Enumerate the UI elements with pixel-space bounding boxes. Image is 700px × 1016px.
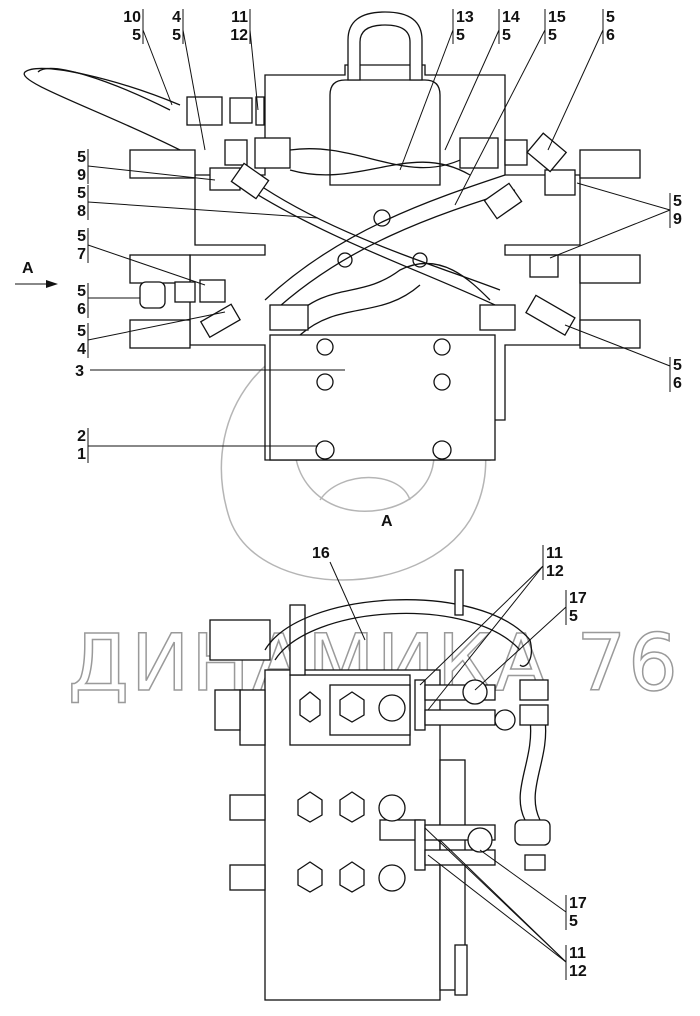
callout-number: 12 [230,27,248,44]
callout-number: 2 [77,428,86,445]
callout-5-9-left: 59 [77,149,216,184]
callout-5-8: 58 [77,185,319,220]
callout-number: 5 [548,27,557,44]
callout-5-9-right: 59 [549,182,682,259]
callout-number: 16 [312,545,330,562]
callout-3: 3 [75,363,345,380]
callout-5-6-right: 56 [564,324,682,392]
callout-number: 5 [673,357,682,374]
callout-15-5: 155 [454,9,566,206]
hoses [23,67,516,336]
hex-bolts [297,691,406,893]
callout-13-5: 135 [399,9,474,171]
callout-number: 5 [456,27,465,44]
callout-number: 6 [77,301,86,318]
callout-number: 9 [77,167,86,184]
callout-number: 5 [606,9,615,26]
callout-number: 7 [77,246,86,263]
callout-17-5-bottom: 175 [479,849,587,930]
callout-5-4: 54 [77,311,226,358]
callout-number: 5 [502,27,511,44]
callout-number: 11 [569,945,586,962]
callout-number: 5 [77,228,86,245]
callout-number: 5 [673,193,682,210]
callout-number: 11 [546,545,563,562]
callout-number: 15 [548,9,566,26]
callout-number: 17 [569,895,587,912]
callout-number: 8 [77,203,86,220]
side-view [209,569,551,1001]
callout-number: 1 [77,446,86,463]
callout-number: 5 [77,149,86,166]
callout-10-5: 105 [123,9,173,106]
callout-5-6-left: 56 [77,283,140,318]
bolt-heads [315,209,452,460]
callout-number: 5 [132,27,141,44]
callout-number: 14 [502,9,520,26]
callout-number: 13 [456,9,474,26]
callout-number: 5 [77,323,86,340]
callout-number: 5 [172,27,181,44]
callout-number: 3 [75,363,84,380]
callout-number: 6 [606,27,615,44]
callout-number: 11 [231,9,248,26]
callout-number: 5 [77,283,86,300]
callout-number: 12 [546,563,564,580]
callout-17-5-top: 175 [474,590,587,691]
callout-number: 5 [77,185,86,202]
callout-number: 9 [673,211,682,228]
callout-16: 16 [312,545,366,641]
callout-number: 5 [569,608,578,625]
callout-14-5: 145 [444,9,520,151]
view-label: A [381,513,393,530]
callout-number: 4 [172,9,181,26]
view-arrow: A [15,260,58,288]
callout-5-7: 57 [77,228,206,286]
callout-number: 6 [673,375,682,392]
callout-number: 17 [569,590,587,607]
callout-4-5: 45 [172,9,206,151]
fittings [139,96,576,339]
callout-5-6-top: 56 [547,9,615,151]
callout-number: 10 [123,9,141,26]
callout-number: 5 [569,913,578,930]
view-arrow-label: A [22,260,34,277]
top-view [23,11,641,461]
callout-number: 4 [77,341,86,358]
callout-2-1: 21 [77,428,318,463]
callout-number: 12 [569,963,587,980]
